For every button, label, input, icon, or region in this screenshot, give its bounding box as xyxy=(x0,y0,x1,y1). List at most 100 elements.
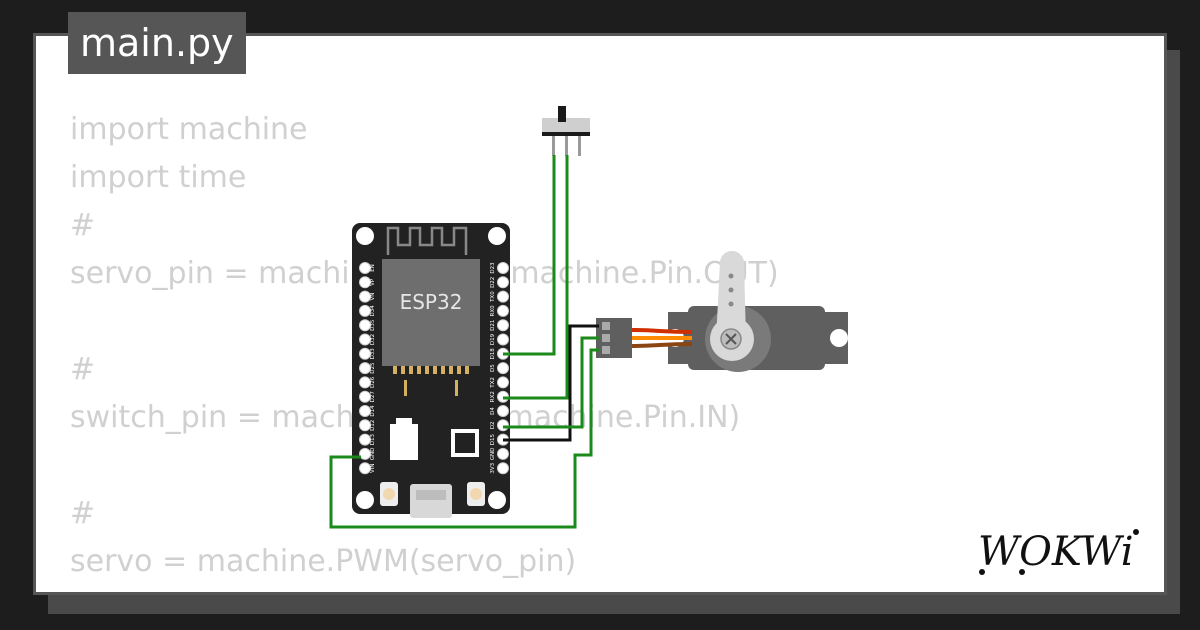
code-line: import machine xyxy=(70,112,308,147)
pin-label: GND xyxy=(490,448,496,461)
right-pin-header: D23D22TX0RX0D21D19D18D5TX2RX2D4D2D15GND3… xyxy=(490,262,509,475)
module-pad xyxy=(465,366,469,374)
servo-motor[interactable] xyxy=(666,250,848,372)
pin-label: D32 xyxy=(370,334,376,345)
pin-label: RX2 xyxy=(490,391,496,402)
pin-d4[interactable] xyxy=(497,405,509,417)
pin-vn[interactable] xyxy=(359,290,371,303)
code-line: # xyxy=(70,496,96,531)
module-pad xyxy=(449,366,453,374)
pin-en[interactable] xyxy=(359,262,371,274)
pin-label: D15 xyxy=(490,433,496,445)
pin-d26[interactable] xyxy=(359,376,371,389)
pin-d22[interactable] xyxy=(497,276,509,289)
wire-servo-gnd xyxy=(503,324,599,442)
pin-d14[interactable] xyxy=(359,405,371,417)
module-pad xyxy=(409,366,413,374)
module-pad xyxy=(433,366,437,374)
pin-label: D14 xyxy=(370,405,376,417)
pin-label: D27 xyxy=(370,391,376,403)
pin-d23[interactable] xyxy=(497,262,509,274)
code-line: # xyxy=(70,352,96,387)
pin-label: GND xyxy=(370,448,376,461)
pin-vin[interactable] xyxy=(359,462,371,475)
pin-d35[interactable] xyxy=(359,319,371,332)
wires xyxy=(329,155,599,529)
pin-label: TX2 xyxy=(490,377,496,389)
voltage-regulator xyxy=(390,424,418,460)
pin-d2[interactable] xyxy=(497,419,509,432)
pin-label: 3V3 xyxy=(490,462,496,473)
pin-label: D13 xyxy=(370,433,376,445)
esp32-module xyxy=(382,259,480,366)
module-pads xyxy=(393,366,469,396)
smd-pad xyxy=(455,380,458,396)
pin-d25[interactable] xyxy=(359,362,371,375)
usb-port xyxy=(410,484,452,518)
pin-d19[interactable] xyxy=(497,333,509,346)
pin-tx0[interactable] xyxy=(497,290,509,303)
pin-label: D19 xyxy=(490,333,496,345)
module-pad xyxy=(425,366,429,374)
pin-3v3[interactable] xyxy=(497,462,509,475)
file-tab[interactable]: main.py xyxy=(68,12,246,74)
pin-d5[interactable] xyxy=(497,362,509,375)
pin-gnd[interactable] xyxy=(497,447,509,460)
pin-rx0[interactable] xyxy=(497,304,509,317)
wire-switch-d18 xyxy=(503,155,556,356)
switch-handle[interactable] xyxy=(558,106,566,122)
pin-label: D5 xyxy=(490,364,496,372)
pin-d33[interactable] xyxy=(359,347,371,360)
antenna-trace xyxy=(386,226,468,255)
pin-d21[interactable] xyxy=(497,319,509,332)
esp32-board[interactable]: ESP32 ENVPVND34D35D32D33D25D26D27D14D12D… xyxy=(352,223,510,518)
slide-switch[interactable] xyxy=(542,106,590,156)
module-pad xyxy=(417,366,421,374)
board-label: ESP32 xyxy=(400,290,463,314)
pin-label: D34 xyxy=(370,305,376,317)
pin-label: TX0 xyxy=(490,291,496,303)
pin-label: D25 xyxy=(370,362,376,374)
wokwi-logo: WOKWi xyxy=(976,520,1154,584)
pin-gnd[interactable] xyxy=(359,447,371,460)
wire-servo-power xyxy=(329,348,599,529)
pin-d27[interactable] xyxy=(359,390,371,403)
code-line: import time xyxy=(70,160,247,195)
pin-label: D33 xyxy=(370,348,376,360)
module-pad xyxy=(393,366,397,374)
pin-label: VIN xyxy=(370,463,376,473)
code-line: # xyxy=(70,208,96,243)
pin-d32[interactable] xyxy=(359,333,371,346)
svg-text:WOKWi: WOKWi xyxy=(978,529,1134,575)
pin-label: RX0 xyxy=(490,305,496,317)
pin-label: VP xyxy=(370,278,376,286)
pin-vp[interactable] xyxy=(359,276,371,289)
pin-d12[interactable] xyxy=(359,419,371,432)
pin-label: D26 xyxy=(370,376,376,388)
pin-d13[interactable] xyxy=(359,433,371,446)
wire-servo-signal xyxy=(503,336,599,429)
servo-horn[interactable] xyxy=(716,250,746,340)
pin-label: D4 xyxy=(490,407,496,415)
pin-label: VN xyxy=(370,293,376,301)
pin-label: D2 xyxy=(490,421,496,429)
pin-d34[interactable] xyxy=(359,304,371,317)
module-pad xyxy=(457,366,461,374)
module-pad xyxy=(401,366,405,374)
module-pad xyxy=(441,366,445,374)
smd-pad xyxy=(404,380,407,396)
servo-connector xyxy=(596,318,632,358)
pin-label: D12 xyxy=(370,420,376,431)
pin-label: D18 xyxy=(490,348,496,360)
pin-label: D21 xyxy=(490,320,496,331)
pin-tx2[interactable] xyxy=(497,376,509,389)
servo-cable xyxy=(596,318,693,358)
pin-label: D22 xyxy=(490,277,496,288)
wire-switch-d4 xyxy=(503,155,569,400)
pin-label: D35 xyxy=(370,319,376,331)
pin-label: EN xyxy=(370,264,376,272)
pin-label: D23 xyxy=(490,262,496,274)
